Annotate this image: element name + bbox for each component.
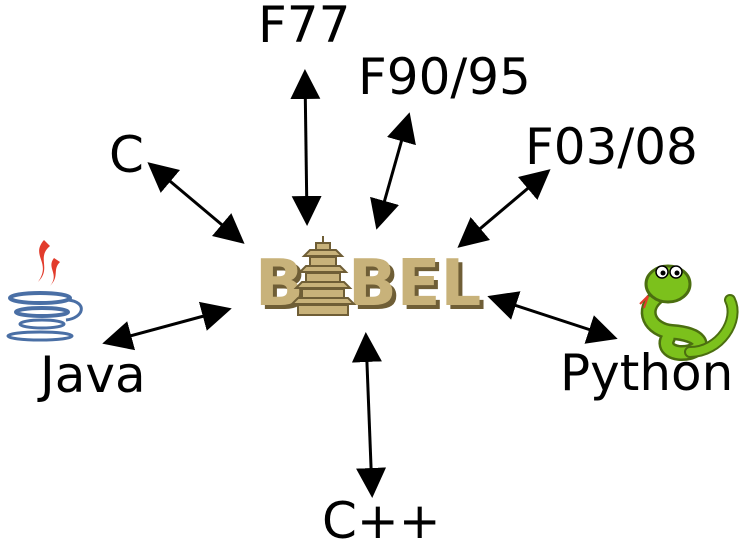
logo-letters-bel: BEL <box>348 247 481 321</box>
label-f03-08: F03/08 <box>525 118 698 176</box>
label-cpp: C++ <box>322 492 441 546</box>
arrow-java <box>102 301 232 351</box>
connection-arrows <box>102 69 618 498</box>
arrow-cpp <box>351 332 387 498</box>
arrow-c <box>147 162 245 244</box>
logo-letters-bel-shadow: BEL <box>352 251 485 325</box>
java-coffee-cup-icon <box>6 240 83 342</box>
arrow-python <box>487 291 618 344</box>
logo-letter-b: B <box>255 247 304 321</box>
babel-logo: B BEL B BEL <box>255 236 485 325</box>
label-c: C <box>109 126 144 184</box>
python-snake-icon <box>639 264 739 361</box>
arrow-f90 <box>370 112 416 230</box>
label-f90-95: F90/95 <box>358 48 531 106</box>
arrow-f77 <box>290 69 322 226</box>
pagoda-tower-icon <box>289 236 357 316</box>
label-java: Java <box>37 346 146 404</box>
arrow-f03 <box>457 169 551 248</box>
label-f77: F77 <box>258 0 350 54</box>
